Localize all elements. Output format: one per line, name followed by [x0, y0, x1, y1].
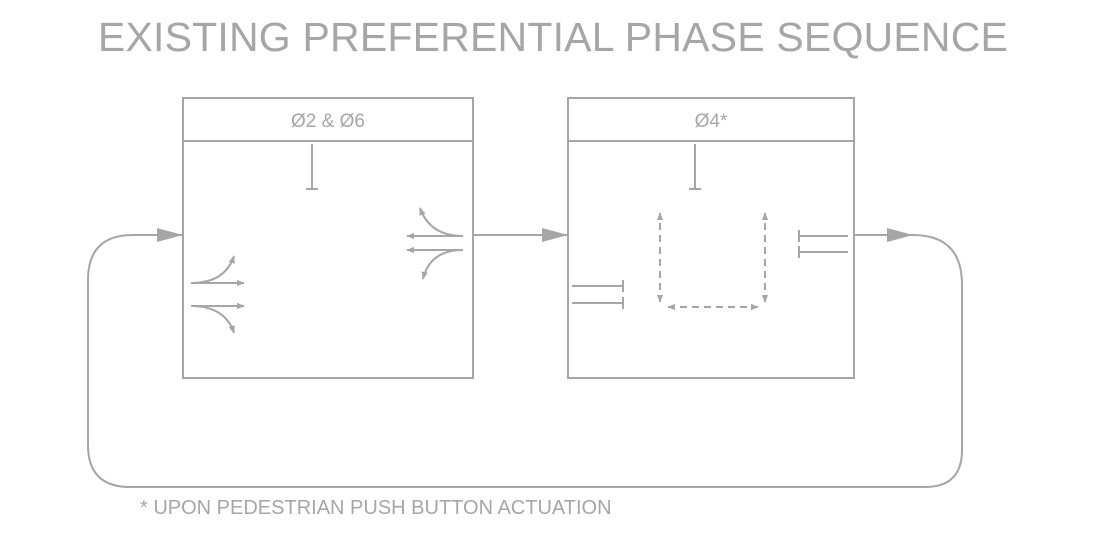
- footnote: * UPON PEDESTRIAN PUSH BUTTON ACTUATION: [140, 497, 612, 519]
- eastbound-stop-bar-icon: [572, 280, 624, 309]
- diagram-title: EXISTING PREFERENTIAL PHASE SEQUENCE: [97, 14, 1009, 60]
- phase-label-4: Ø4*: [695, 111, 728, 132]
- sequence-flow-arrows: [87, 228, 963, 488]
- westbound-stop-bar-icon: [798, 230, 848, 258]
- stop-bar-icon: [689, 144, 701, 190]
- phase-box-1: Ø2 & Ø6: [182, 97, 474, 379]
- westbound-movement-icon: [406, 207, 464, 280]
- phase-label-2-6: Ø2 & Ø6: [291, 111, 365, 132]
- phase-box-2: Ø4*: [567, 97, 855, 379]
- eastbound-movement-icon: [190, 255, 245, 334]
- pedestrian-crossing-icon: [656, 212, 769, 311]
- stop-bar-icon: [306, 144, 318, 190]
